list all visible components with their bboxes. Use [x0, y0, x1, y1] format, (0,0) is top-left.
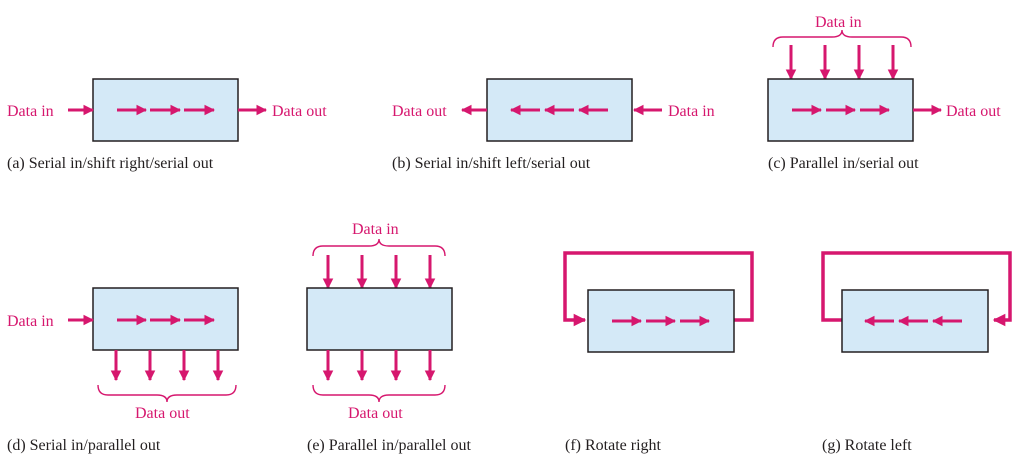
brace-e-top [312, 238, 446, 257]
panel-g: (g) Rotate left [821, 251, 1012, 454]
panel-a: Data in Data out (a) Serial in/shift rig… [7, 78, 327, 172]
caption-c: (c) Parallel in/serial out [768, 155, 919, 172]
data-in-label-d: Data in [7, 313, 54, 330]
caption-a: (a) Serial in/shift right/serial out [7, 155, 214, 172]
data-out-label-d: Data out [135, 405, 190, 422]
caption-e: (e) Parallel in/parallel out [307, 437, 471, 454]
panel-f: (f) Rotate right [563, 251, 754, 454]
panel-e: Data in Data out (e) Parallel in/paralle… [306, 221, 471, 454]
data-out-label-b: Data out [392, 103, 447, 120]
panel-c: Data in Data out (c) Parallel in/serial … [767, 14, 1001, 172]
brace-d [97, 384, 237, 403]
data-out-label-e: Data out [348, 405, 403, 422]
data-in-label-c: Data in [815, 14, 862, 31]
panel-b: Data out Data in (b) Serial in/shift lef… [392, 78, 715, 172]
brace-c [772, 29, 912, 48]
data-out-label-c: Data out [946, 103, 1001, 120]
register-box-e [306, 287, 453, 351]
caption-b: (b) Serial in/shift left/serial out [392, 155, 591, 172]
data-in-label-e: Data in [352, 221, 399, 238]
data-out-label-a: Data out [272, 103, 327, 120]
data-in-label-b: Data in [668, 103, 715, 120]
caption-f: (f) Rotate right [565, 437, 662, 454]
data-in-label-a: Data in [7, 103, 54, 120]
feedback-loop-g [821, 251, 1012, 327]
brace-e-bottom [312, 384, 446, 403]
panel-d: Data in Data out (d) Serial in/parallel … [7, 287, 239, 454]
feedback-loop-f [563, 251, 754, 327]
caption-g: (g) Rotate left [822, 437, 912, 454]
caption-d: (d) Serial in/parallel out [7, 437, 161, 454]
